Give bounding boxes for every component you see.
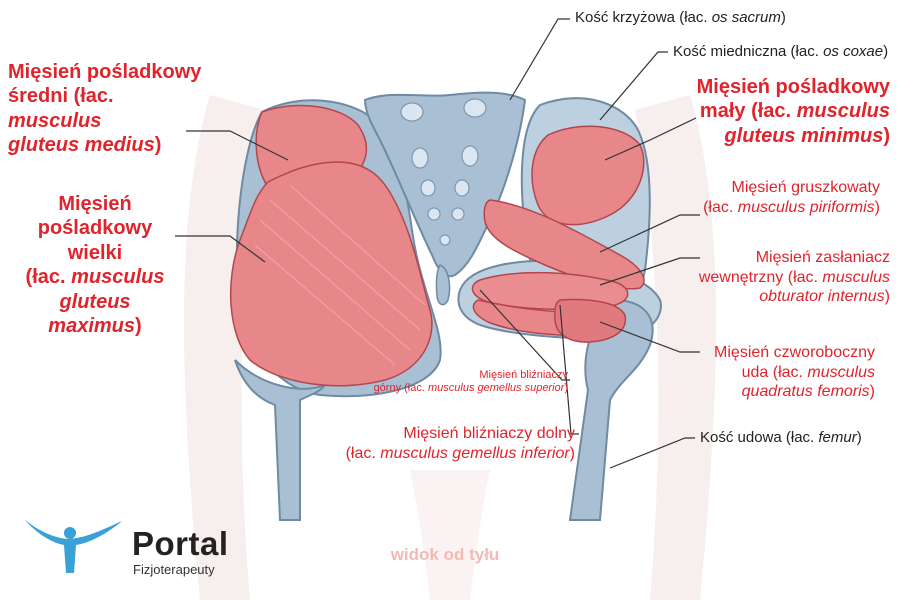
pointer-piriformis [599, 214, 700, 253]
label-piriformis-line2-latin: musculus piriformis [737, 198, 875, 216]
label-gluteus-medius-line2: średni (łac. [8, 85, 114, 108]
label-quadratus-line2-latin: musculus [807, 363, 875, 381]
pointer-gemellus-inferior [559, 304, 579, 435]
label-sacrum-latin: os sacrum [711, 9, 781, 26]
label-gluteus-maximus: Mięsień pośladkowy wielki (łac. musculus… [10, 192, 180, 338]
label-obturator: Mięsień zasłaniacz wewnętrzny (łac. musc… [660, 248, 890, 307]
label-gemellus-inferior-line2-latin: musculus gemellus inferior [380, 444, 570, 462]
label-gemellus-inferior-line2: (łac. [345, 444, 381, 462]
label-obturator-line3-latin: obturator internus [759, 288, 885, 306]
person-arms-up-icon [24, 519, 122, 573]
label-femur-latin: femur [818, 429, 857, 446]
label-coxae-text: Kość miedniczna (łac. [673, 43, 824, 60]
label-gluteus-medius-line1: Mięsień pośladkowy [8, 61, 202, 83]
view-label: widok od tyłu [390, 545, 500, 564]
label-femur: Kość udowa (łac. femur) [700, 429, 895, 447]
label-gemellus-superior-line2-close: ) [564, 382, 568, 395]
label-gluteus-medius-line3-latin: gluteus medius [8, 134, 155, 157]
label-femur-close: ) [856, 429, 862, 446]
label-gluteus-maximus-line3: wielki [67, 241, 123, 264]
label-obturator-line2-latin: musculus [822, 268, 890, 286]
label-gluteus-minimus-line1: Mięsień pośladkowy [696, 76, 890, 98]
label-gluteus-minimus-line3: ) [883, 124, 890, 147]
label-gluteus-minimus-line2: mały (łac. [699, 100, 797, 123]
label-gluteus-minimus-line3-latin: gluteus minimus [724, 124, 884, 147]
label-quadratus-line2: uda (łac. [741, 363, 808, 381]
label-gluteus-maximus-line1: Mięsień [58, 193, 132, 215]
label-gemellus-inferior-line2-close: ) [569, 444, 575, 462]
sacrum-bone [363, 91, 527, 278]
label-sacrum-text: Kość krzyżowa (łac. [575, 9, 712, 26]
pointer-gluteus-maximus [175, 235, 266, 263]
label-gluteus-maximus-line5-latin: gluteus maximus [48, 290, 136, 337]
label-coxae-close: ) [883, 43, 889, 60]
coccyx-bone [435, 264, 451, 306]
pointer-gluteus-medius [186, 130, 289, 161]
label-coxae-latin: os coxae [823, 43, 884, 60]
label-gluteus-medius-line2-latin: musculus [8, 109, 102, 132]
pointer-coxae [599, 51, 668, 121]
pointer-quadratus [599, 321, 700, 353]
label-piriformis-line2: (łac. [703, 198, 738, 216]
label-quadratus-line3: ) [869, 383, 875, 401]
label-piriformis-line2-close: ) [874, 198, 880, 216]
label-gluteus-maximus-line5: ) [135, 314, 142, 337]
body-silhouette-right [635, 95, 717, 600]
body-inner-silhouette [410, 470, 490, 600]
label-gluteus-minimus: Mięsień pośladkowy mały (łac. musculus g… [660, 75, 890, 148]
label-quadratus-line1: Mięsień czworoboczny [714, 344, 875, 361]
pointer-obturator [599, 257, 700, 286]
pointer-gluteus-minimus [604, 117, 697, 161]
label-gluteus-maximus-line4: (łac. [25, 266, 72, 289]
label-gemellus-superior-line2: górny (łac. [373, 382, 428, 395]
label-obturator-line2: wewnętrzny (łac. [698, 268, 823, 286]
label-gemellus-superior-line1: Mięsień bliźniaczy [479, 369, 568, 381]
label-gluteus-maximus-line2: pośladkowy [37, 217, 153, 240]
label-gluteus-minimus-line2-latin: musculus [796, 100, 890, 123]
label-gemellus-superior: Mięsień bliźniaczy górny (łac. musculus … [372, 369, 568, 396]
logo-subtitle: Fizjoterapeuty [133, 562, 215, 577]
left-femur [234, 359, 328, 521]
quadratus-femoris-muscle [554, 298, 627, 343]
label-gluteus-medius: Mięsień pośladkowy średni (łac. musculus… [8, 60, 208, 158]
label-sacrum-close: ) [780, 9, 786, 26]
label-obturator-line3: ) [884, 288, 890, 306]
label-piriformis: Mięsień gruszkowaty (łac. musculus pirif… [660, 178, 880, 217]
label-gluteus-medius-line3: ) [154, 134, 162, 157]
pointer-sacrum [509, 18, 570, 101]
label-gemellus-inferior: Mięsień bliźniaczy dolny (łac. musculus … [330, 424, 575, 463]
gluteus-maximus-muscle [229, 161, 433, 387]
label-quadratus-line3-latin: quadratus femoris [741, 383, 870, 401]
label-sacrum: Kość krzyżowa (łac. os sacrum) [575, 9, 895, 27]
gluteus-minimus-muscle [531, 125, 645, 226]
label-obturator-line1: Mięsień zasłaniacz [755, 249, 890, 266]
label-coxae: Kość miedniczna (łac. os coxae) [673, 43, 898, 61]
label-gemellus-superior-line2-latin: musculus gemellus superior [427, 382, 565, 395]
label-gemellus-inferior-line1: Mięsień bliźniaczy dolny [403, 425, 575, 442]
label-gluteus-maximus-line4-latin: musculus [71, 266, 165, 289]
pointer-gemellus-superior [479, 289, 570, 381]
label-quadratus: Mięsień czworoboczny uda (łac. musculus … [660, 343, 875, 402]
pointer-femur [609, 437, 695, 469]
logo-name: Portal [132, 525, 229, 562]
label-piriformis-line1: Mięsień gruszkowaty [731, 179, 881, 196]
label-femur-text: Kość udowa (łac. [700, 429, 819, 446]
